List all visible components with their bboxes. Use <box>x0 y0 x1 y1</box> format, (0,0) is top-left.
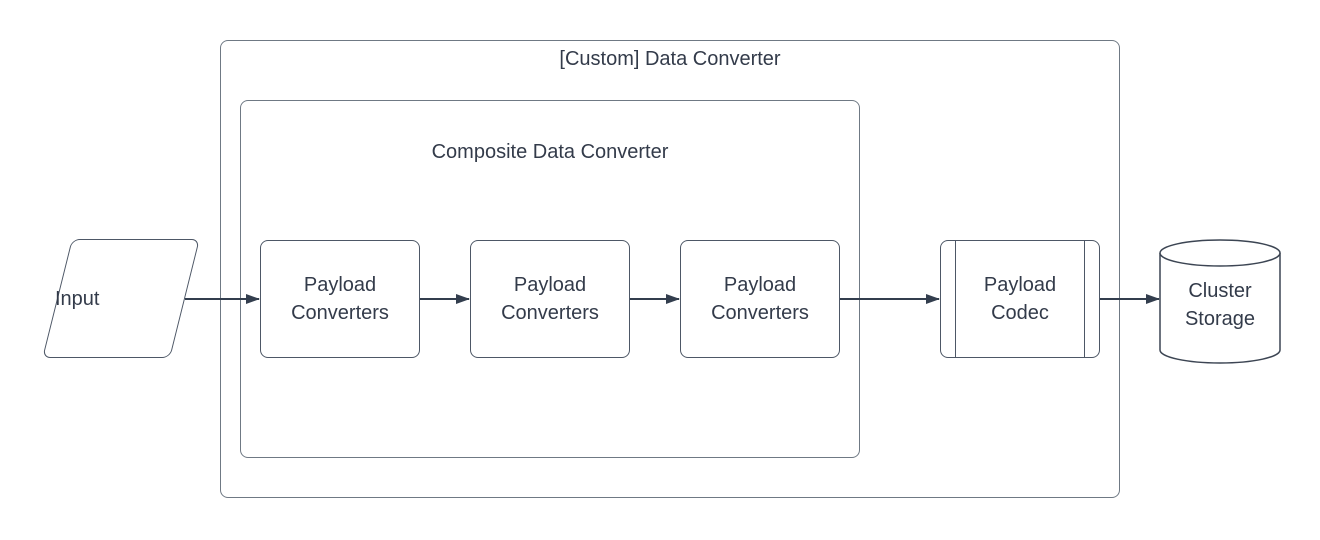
codec-left-bar <box>955 241 956 357</box>
composite-data-converter-title: Composite Data Converter <box>431 141 669 163</box>
payload-converters-node-3[interactable]: Payload Converters <box>680 240 840 358</box>
payload-codec-node[interactable]: Payload Codec <box>940 240 1100 358</box>
payload-codec-label: Payload Codec <box>983 274 1057 324</box>
payload-converters-node-1[interactable]: Payload Converters <box>260 240 420 358</box>
cluster-storage-node[interactable]: Cluster Storage <box>1160 255 1280 355</box>
custom-data-converter-title: [Custom] Data Converter <box>559 48 781 70</box>
payload-converters-label-2: Payload Converters <box>501 274 599 324</box>
input-label: Input <box>55 287 100 310</box>
payload-converters-label-1: Payload Converters <box>291 274 389 324</box>
codec-right-bar <box>1084 241 1085 357</box>
input-node[interactable]: Input <box>42 239 200 358</box>
cluster-storage-label: Cluster Storage <box>1184 280 1256 330</box>
payload-converters-label-3: Payload Converters <box>711 274 809 324</box>
payload-converters-node-2[interactable]: Payload Converters <box>470 240 630 358</box>
